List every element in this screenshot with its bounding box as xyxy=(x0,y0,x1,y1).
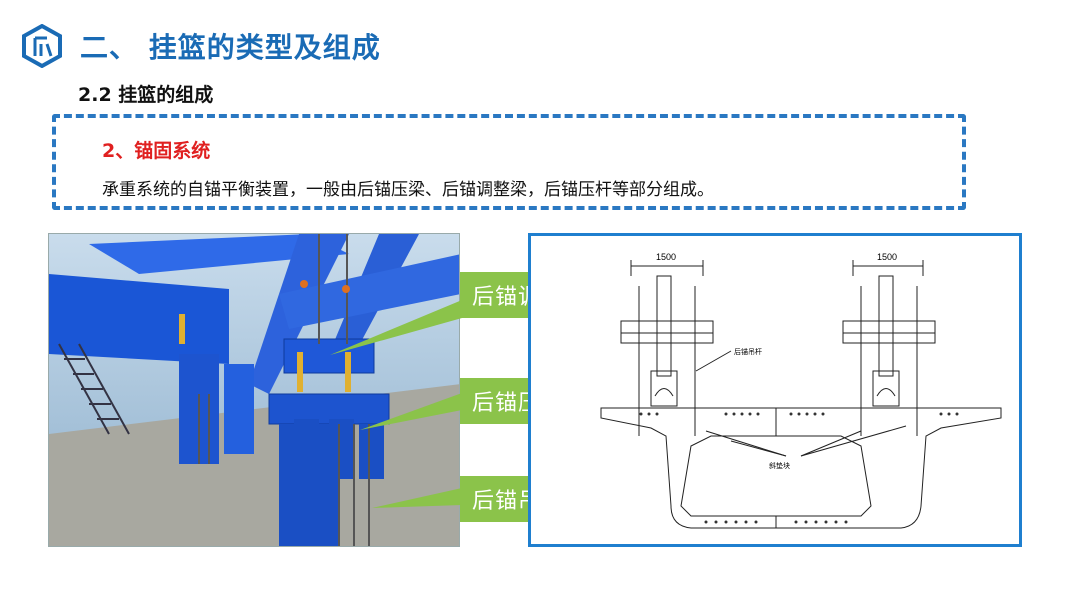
dimension-left: 1500 xyxy=(656,252,676,262)
page-title: 二、 挂篮的类型及组成 xyxy=(80,31,381,64)
info-box xyxy=(52,114,966,210)
dimension-right: 1500 xyxy=(877,252,897,262)
anchor-system-photo xyxy=(48,233,460,547)
anchor-cross-section-drawing: 1500 1500 后锚吊杆 斜垫块 xyxy=(528,233,1022,547)
company-logo-icon xyxy=(20,23,64,69)
section-heading: 2.2 挂篮的组成 xyxy=(78,84,214,106)
label-pad: 斜垫块 xyxy=(769,461,790,470)
info-box-heading: 2、锚固系统 xyxy=(102,140,211,162)
info-box-description: 承重系统的自锚平衡装置，一般由后锚压梁、后锚调整梁，后锚压杆等部分组成。 xyxy=(102,180,714,200)
label-hanger-rod: 后锚吊杆 xyxy=(734,347,762,356)
